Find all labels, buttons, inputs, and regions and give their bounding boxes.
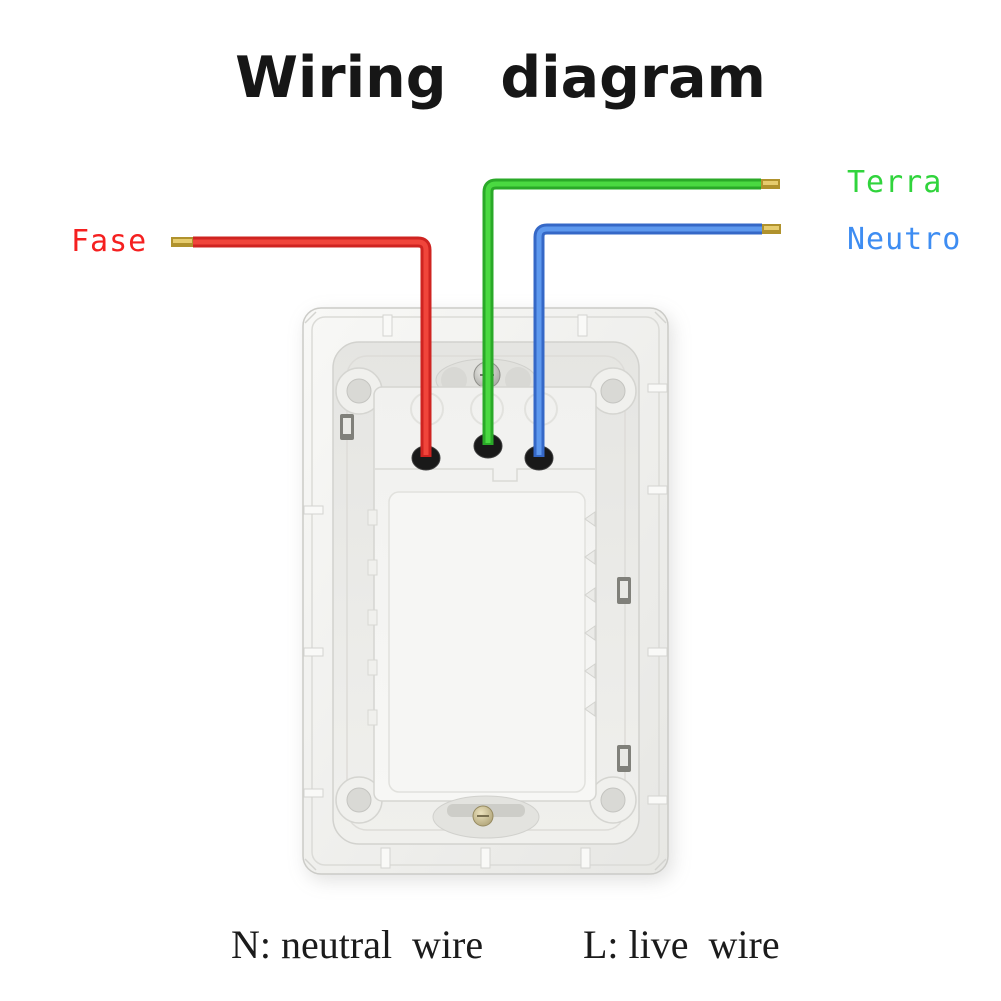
legend-neutral-text: N: neutral wire: [231, 922, 484, 967]
corner-bevel-lines: [304, 311, 667, 871]
label-earth-wire: Terra: [847, 165, 943, 200]
edge-tab: [647, 795, 668, 805]
module-ratchet-teeth: [584, 511, 596, 717]
legend-live-text: L: live wire: [583, 922, 780, 967]
edge-tab: [577, 314, 588, 337]
label-live-wire: Fase: [71, 224, 148, 259]
mounting-boss-bottom-left: [335, 776, 383, 824]
module-side-notches: [367, 509, 378, 726]
earth-wire-highlight: [485, 181, 761, 443]
label-neutral-wire: Neutro: [847, 222, 962, 257]
module-back-panel: [388, 491, 586, 793]
edge-tab: [480, 847, 491, 869]
terminal-holes: [411, 433, 554, 471]
mounting-boss-bottom-right: [589, 776, 637, 824]
neutral-wire: [533, 223, 781, 457]
edge-tab: [647, 647, 668, 657]
switch-back-view: [302, 307, 669, 875]
page-title: Wiring diagram: [235, 45, 766, 111]
edge-tab: [380, 847, 391, 869]
edge-tab: [580, 847, 591, 869]
edge-tab: [303, 788, 324, 798]
bottom-screw-recess: [432, 795, 540, 839]
earth-wire: [482, 178, 780, 445]
edge-tab: [647, 383, 668, 393]
edge-tab: [303, 505, 324, 515]
neutral-wire-highlight: [536, 226, 762, 455]
mounting-screw-bottom: [472, 805, 494, 827]
edge-tab: [647, 485, 668, 495]
mounting-boss-top-right: [589, 367, 637, 415]
edge-tabs: [303, 314, 668, 869]
edge-tab: [303, 647, 324, 657]
frame-latch-slots: [340, 414, 631, 772]
terminal-strip-line: [375, 468, 595, 482]
mounting-bosses: [335, 367, 637, 824]
live-wire: [171, 236, 432, 457]
live-wire-highlight: [193, 239, 429, 455]
wires: [171, 178, 781, 457]
edge-tab: [382, 314, 393, 337]
